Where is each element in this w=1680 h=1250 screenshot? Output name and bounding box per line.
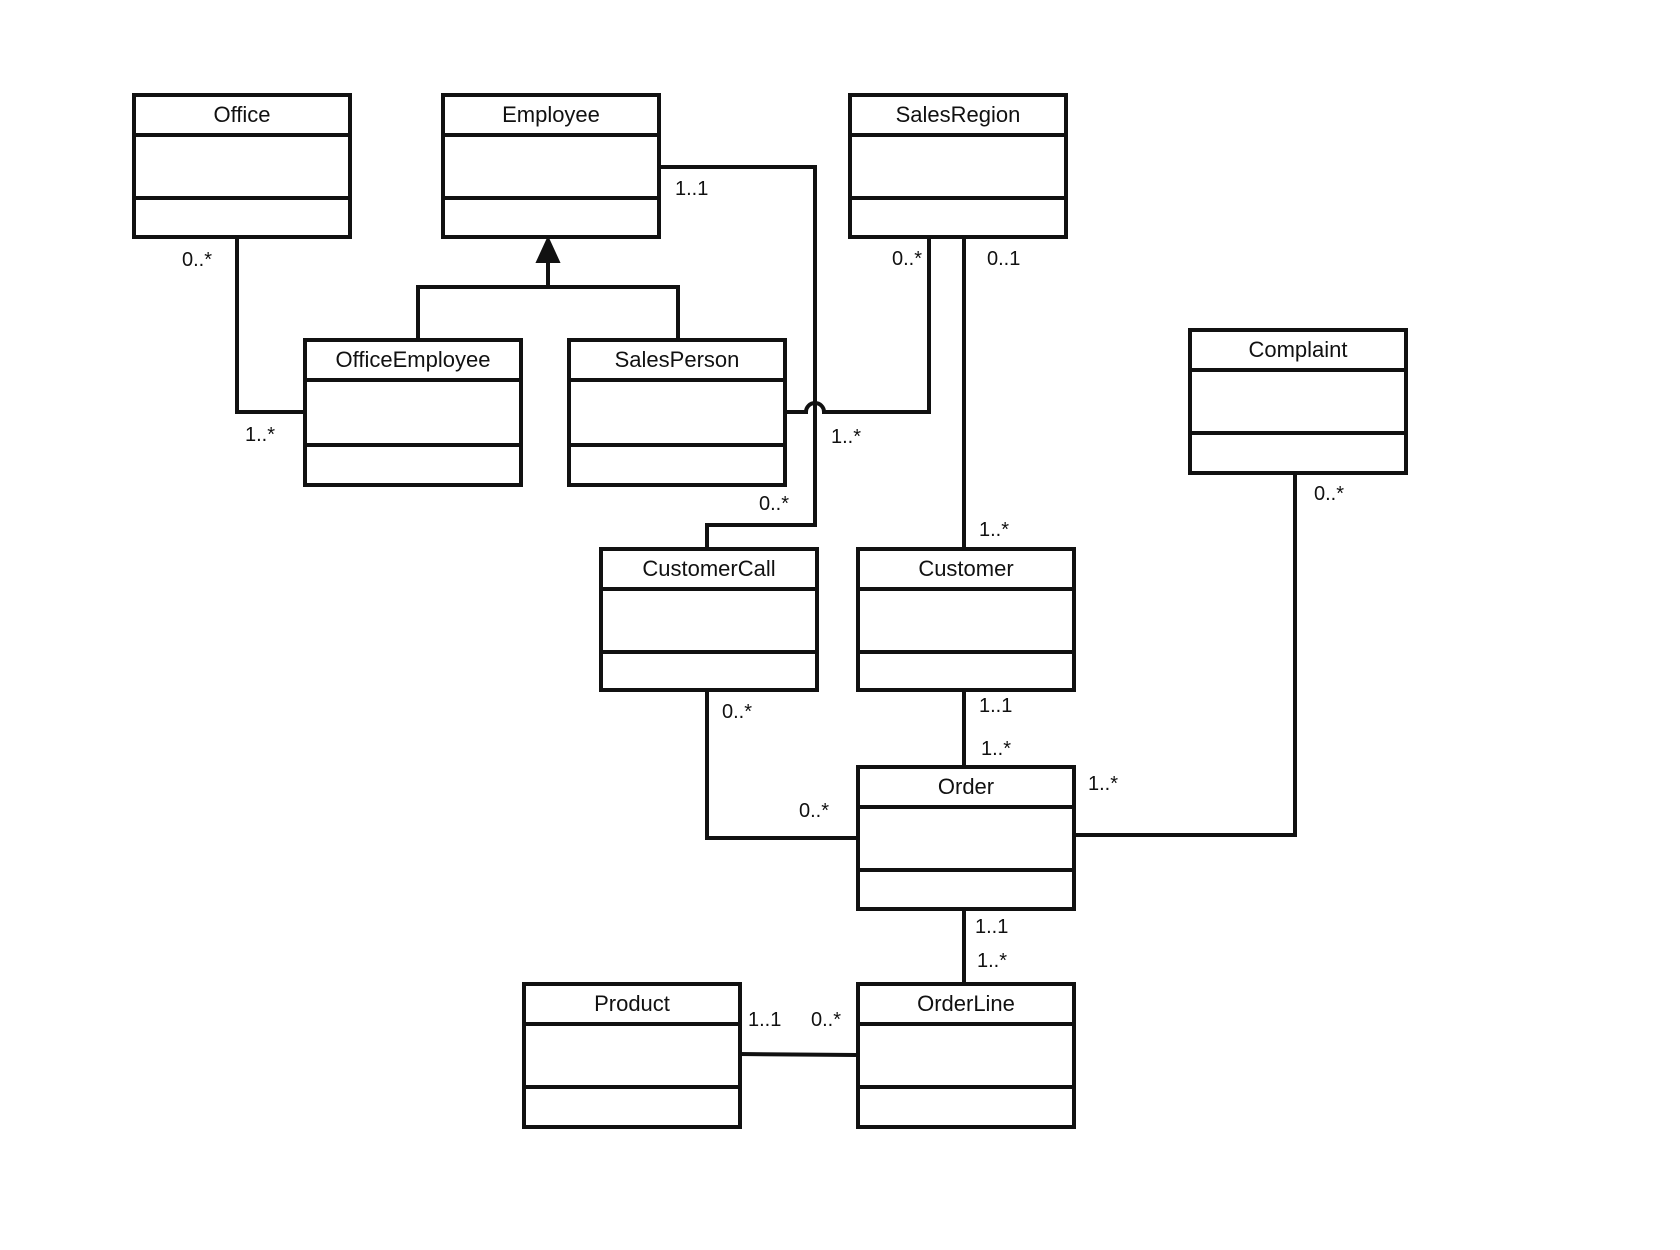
class-customercall: CustomerCall	[599, 547, 819, 692]
multiplicity-label: 1..*	[977, 950, 1007, 972]
multiplicity-label: 1..*	[1088, 773, 1118, 795]
class-name-customercall: CustomerCall	[642, 556, 775, 581]
edges	[235, 165, 1297, 1057]
class-name-office: Office	[213, 102, 270, 127]
multiplicity-label: 1..*	[245, 424, 275, 446]
edge-customercall-order	[705, 690, 856, 840]
multiplicity-label: 0..*	[811, 1009, 841, 1031]
class-salesregion: SalesRegion	[848, 93, 1068, 239]
class-name-salesperson: SalesPerson	[615, 347, 740, 372]
edge-office-officeemployee	[235, 237, 305, 414]
class-salesperson: SalesPerson	[567, 338, 787, 487]
multiplicity-label: 1..1	[975, 916, 1008, 938]
edge-complaint-order	[1072, 473, 1297, 837]
edge-product-orderline	[738, 1052, 857, 1057]
class-customer: Customer	[856, 547, 1076, 692]
class-officeemployee: OfficeEmployee	[303, 338, 523, 487]
edge-generalization-tree	[416, 285, 680, 340]
class-product: Product	[522, 982, 742, 1129]
class-name-employee: Employee	[502, 102, 600, 127]
class-name-order: Order	[938, 774, 994, 799]
class-name-complaint: Complaint	[1248, 337, 1347, 362]
class-office: Office	[132, 93, 352, 239]
multiplicity-label: 0..*	[892, 248, 922, 270]
multiplicity-label: 1..*	[979, 519, 1009, 541]
multiplicity-label: 0..*	[759, 493, 789, 515]
edge-salesperson-salesregion	[785, 237, 931, 414]
class-complaint: Complaint	[1188, 328, 1408, 475]
multiplicity-labels: 0..* 1..* 1..1 0..* 0..* 1..* 0..1 1..* …	[182, 178, 1344, 1031]
class-name-orderline: OrderLine	[917, 991, 1015, 1016]
multiplicity-label: 0..*	[722, 701, 752, 723]
multiplicity-label: 1..*	[831, 426, 861, 448]
class-name-product: Product	[594, 991, 670, 1016]
multiplicity-label: 1..1	[675, 178, 708, 200]
class-name-officeemployee: OfficeEmployee	[336, 347, 491, 372]
class-name-customer: Customer	[918, 556, 1013, 581]
multiplicity-label: 0..*	[799, 800, 829, 822]
class-orderline: OrderLine	[856, 982, 1076, 1129]
multiplicity-label: 0..*	[182, 249, 212, 271]
multiplicity-label: 0..1	[987, 248, 1020, 270]
multiplicity-label: 1..1	[979, 695, 1012, 717]
class-employee: Employee	[441, 93, 661, 239]
multiplicity-label: 0..*	[1314, 483, 1344, 505]
class-order: Order	[856, 765, 1076, 911]
class-name-salesregion: SalesRegion	[896, 102, 1021, 127]
generalization-arrowhead-icon	[535, 235, 561, 263]
multiplicity-label: 1..*	[981, 738, 1011, 760]
edge-employee-customercall	[659, 165, 817, 547]
multiplicity-label: 1..1	[748, 1009, 781, 1031]
